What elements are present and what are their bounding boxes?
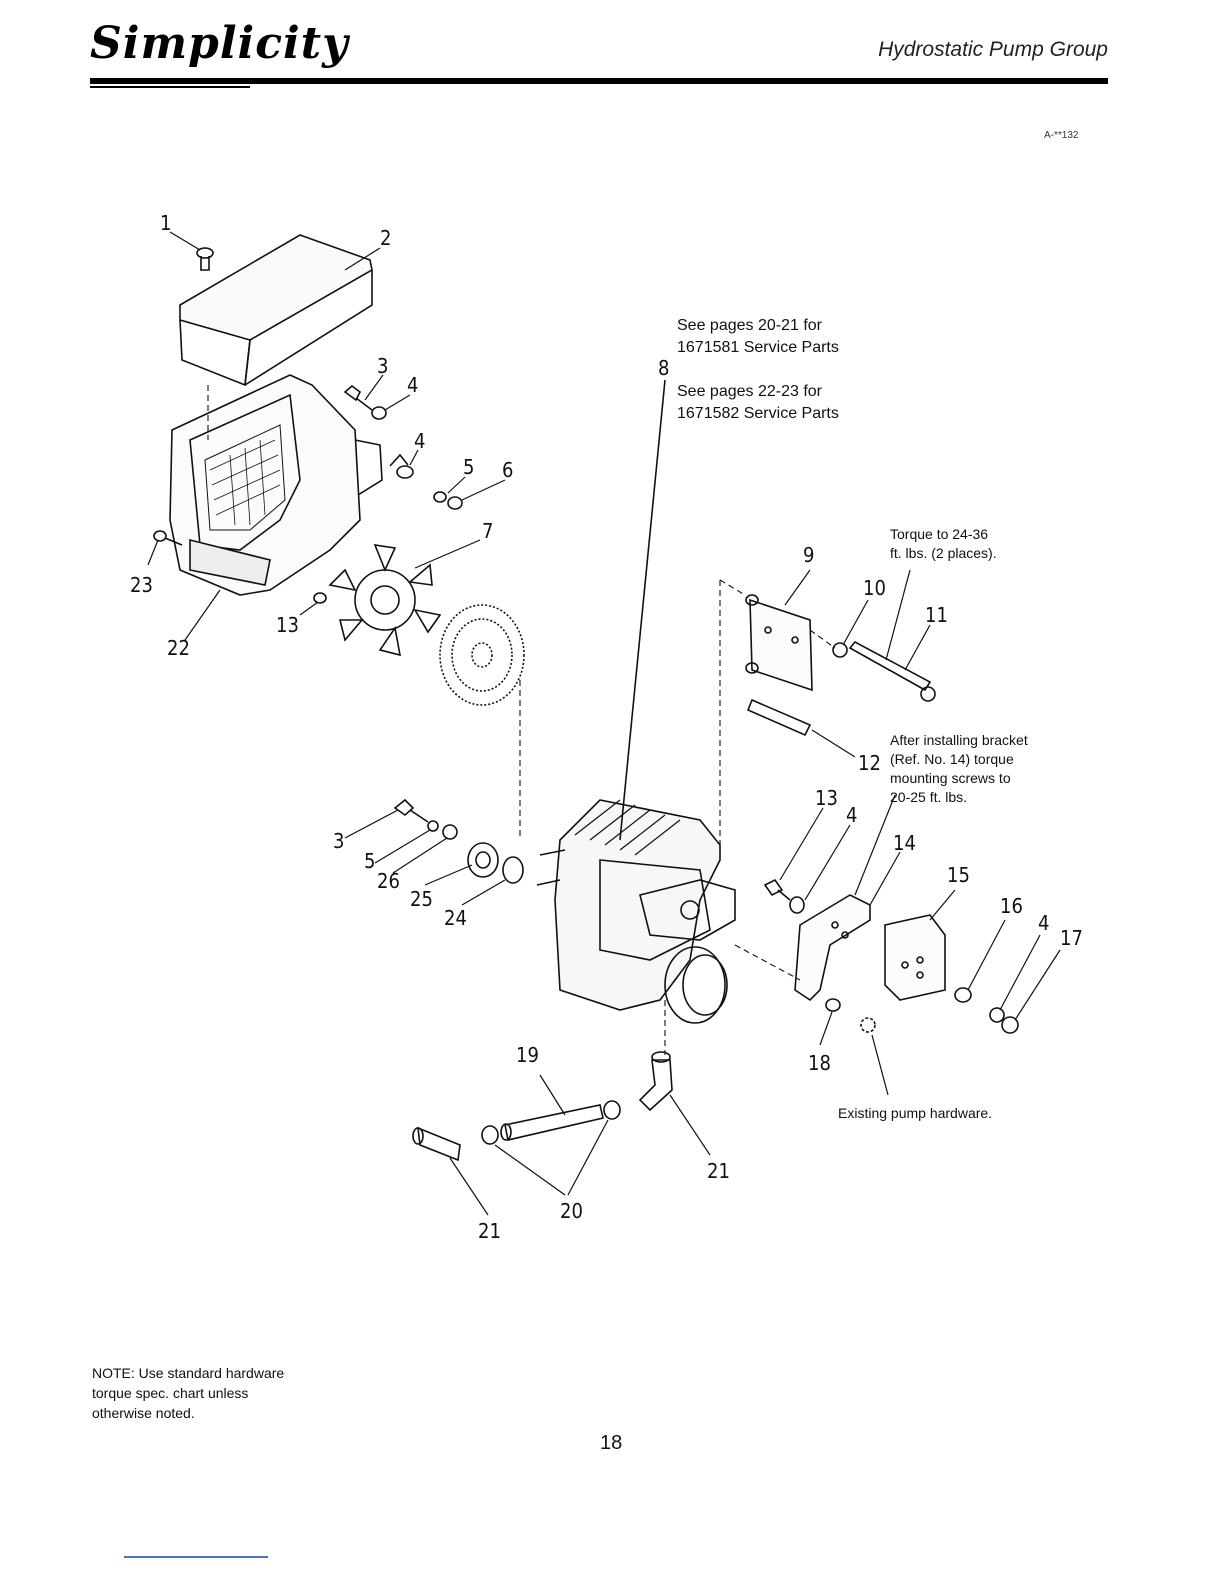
washer-part-26: [442, 824, 458, 840]
part-label: 17: [1060, 926, 1083, 950]
washer-part-5b: [427, 820, 439, 832]
part-label: 15: [947, 863, 970, 887]
service-ref-callout: See pages 20-21 for: [677, 317, 823, 334]
plate-part-9: [745, 594, 813, 692]
part-label: 4: [846, 803, 857, 827]
bolt-part-3b: [393, 798, 429, 823]
washer-part-5: [433, 491, 447, 503]
spacer-part-12: [746, 698, 812, 737]
washer-part-4c: [789, 896, 805, 914]
clamp-part-20: [481, 1100, 621, 1145]
part-label: 18: [808, 1051, 831, 1075]
part-label: 6: [502, 458, 513, 482]
service-ref-callout: See pages 22-23 for: [677, 383, 823, 400]
bracket-torque-callout: (Ref. No. 14) torque: [890, 751, 1014, 767]
header-rule-accent: [90, 86, 250, 88]
part-label: 4: [407, 373, 418, 397]
part-label: 14: [893, 831, 916, 855]
washer-part-18: [825, 998, 841, 1012]
part-label: 12: [858, 751, 881, 775]
part-label: 8: [658, 356, 669, 380]
part-label: 20: [560, 1199, 583, 1223]
part-label: 2: [380, 226, 391, 250]
existing-hardware: [860, 1017, 876, 1033]
fitting-part-21b: [412, 1126, 461, 1162]
existing-hardware-callout: Existing pump hardware.: [838, 1105, 992, 1121]
fitting-part-21a: [638, 1051, 673, 1112]
part-label: 5: [364, 849, 375, 873]
bracket-torque-callout: mounting screws to: [890, 770, 1011, 786]
part-label: 19: [516, 1043, 539, 1067]
note-line: torque spec. chart unless: [92, 1385, 249, 1401]
torque-callout: ft. lbs. (2 places).: [890, 545, 997, 561]
part-label: 9: [803, 543, 814, 567]
washer-part-10: [832, 642, 848, 658]
nut-part-17: [1001, 1016, 1019, 1034]
part-label: 25: [410, 887, 433, 911]
screw-part-23: [153, 530, 183, 546]
torque-callout: Torque to 24-36: [890, 526, 988, 542]
washer-part-4: [371, 406, 387, 420]
torque-note: NOTE: Use standard hardware torque spec.…: [92, 1363, 284, 1423]
part-label: 21: [478, 1219, 501, 1243]
part-label: 16: [1000, 894, 1023, 918]
pulley-part: [439, 604, 525, 706]
brand-logo: Simplicity: [90, 18, 349, 69]
part-label: 26: [377, 869, 400, 893]
plate-part-15: [884, 914, 946, 1001]
gear-part-25: [467, 842, 499, 878]
part-label: 13: [815, 786, 838, 810]
ring-part-24: [502, 856, 524, 884]
bolt-part-13b: [763, 878, 791, 901]
hydrostatic-pump-part: [536, 799, 736, 1024]
bracket-torque-callout: 20-25 ft. lbs.: [890, 789, 967, 805]
part-label: 23: [130, 573, 153, 597]
part-label: 24: [444, 906, 467, 930]
shroud-housing-part: [169, 374, 383, 596]
top-cover-part: [179, 234, 373, 387]
hose-part-19: [500, 1104, 604, 1141]
note-line: NOTE: Use standard hardware: [92, 1365, 285, 1381]
header-rule: [90, 78, 1108, 84]
nut-part-6: [447, 496, 463, 510]
figure-id: A-**132: [1044, 130, 1079, 141]
footer-link-bar: [124, 1556, 268, 1558]
bolt-part-3: [343, 384, 373, 411]
bolt-part-11: [848, 640, 936, 702]
part-label: 3: [377, 354, 388, 378]
part-label: 4: [1038, 911, 1049, 935]
washer-part-4d: [989, 1007, 1005, 1023]
part-label: 22: [167, 636, 190, 660]
spacer-part-16: [954, 987, 972, 1003]
part-label: 4: [414, 429, 425, 453]
bracket-part-14: [794, 894, 871, 1002]
service-ref-callout: 1671581 Service Parts: [677, 339, 839, 356]
part-label: 10: [863, 576, 886, 600]
screw-part-13: [313, 592, 327, 604]
part-label: 5: [463, 455, 474, 479]
bracket-torque-callout: After installing bracket: [890, 732, 1028, 748]
part-label: 13: [276, 613, 299, 637]
part-label: 21: [707, 1159, 730, 1183]
note-line: otherwise noted.: [92, 1405, 195, 1421]
fan-part-7: [328, 544, 442, 657]
part-label: 11: [925, 603, 948, 627]
section-title: Hydrostatic Pump Group: [878, 38, 1108, 61]
part-label: 1: [160, 211, 171, 235]
washer-part-4b: [389, 453, 414, 479]
part-label: 7: [482, 519, 493, 543]
part-label: 3: [333, 829, 344, 853]
service-ref-callout: 1671582 Service Parts: [677, 405, 839, 422]
page-number: 18: [600, 1432, 623, 1454]
screw-part-1: [196, 247, 214, 271]
